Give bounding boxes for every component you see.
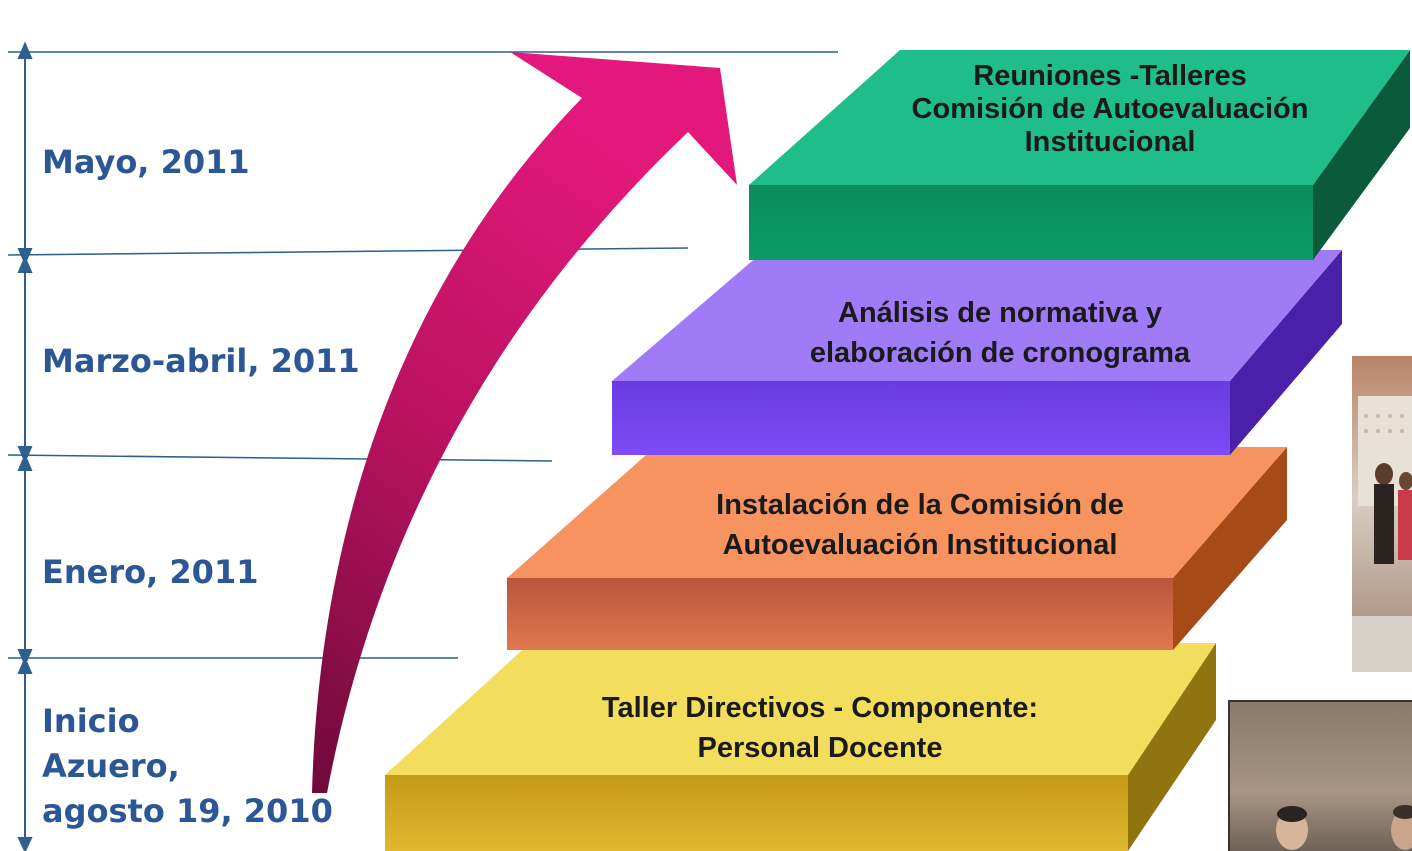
step-text-instalacion-comision: Instalación de la Comisión de Autoevalua… [650,485,1190,565]
step-text-line: Comisión de Autoevaluación [911,93,1309,125]
step-text-line: Personal Docente [697,732,943,764]
step-text-taller-directivos: Taller Directivos - Componente: Personal… [530,688,1110,768]
people-photo-icon [1228,700,1412,851]
progress-arrow [312,52,737,793]
timeline-axis [17,41,33,851]
step-text-line: Reuniones -Talleres [973,60,1247,92]
step-instalacion-comision [507,447,1287,650]
step-text-line: Autoevaluación Institucional [722,529,1118,561]
period-label-line: Mayo, 2011 [42,143,250,181]
step-text-line: Taller Directivos - Componente: [601,692,1039,724]
period-label-line: agosto 19, 2010 [42,792,333,830]
period-label-line: Inicio [42,702,140,740]
step-text-line: elaboración de cronograma [809,337,1191,369]
step-analisis-normativa [612,250,1342,455]
period-label-line: Enero, 2011 [42,553,259,591]
step-text-line: Instalación de la Comisión de [716,489,1124,521]
step-text-reuniones-talleres: Reuniones -Talleres Comisión de Autoeval… [840,60,1380,159]
period-label-line: Azuero, [42,747,180,785]
step-taller-directivos [385,643,1216,851]
step-text-analisis-normativa: Análisis de normativa y elaboración de c… [730,293,1270,373]
period-label-enero-2011: Enero, 2011 [42,551,258,593]
period-label-inicio-azuero: Inicio Azuero, agosto 19, 2010 [42,699,333,834]
period-label-marzo-abril-2011: Marzo-abril, 2011 [42,340,360,382]
step-text-line: Análisis de normativa y [838,297,1162,329]
group-photo-icon [1352,356,1412,672]
period-label-mayo-2011: Mayo, 2011 [42,141,250,183]
step-reuniones-talleres [749,50,1410,260]
period-label-line: Marzo-abril, 2011 [42,342,360,380]
step-text-line: Institucional [1024,126,1196,158]
